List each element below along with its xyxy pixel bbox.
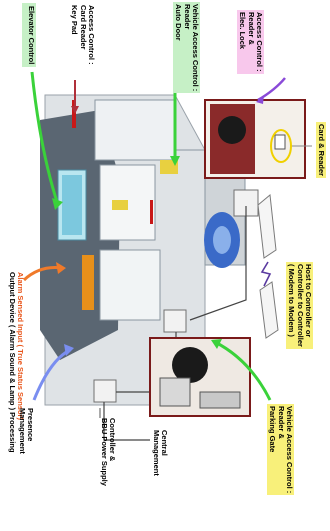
text-line: Auto Door <box>174 4 184 41</box>
text-line: Controller & <box>108 418 117 462</box>
arrow-elec-lock <box>257 77 286 102</box>
furniture <box>160 160 178 174</box>
entrance-bar <box>72 100 76 128</box>
car-window <box>213 226 231 254</box>
label-host-to-controller: Host to Controller or Controller to Cont… <box>286 262 313 349</box>
text-line: Access Control : <box>87 5 96 65</box>
card-reader-device <box>274 134 286 150</box>
text-line: Vehicle Access Control : <box>191 4 200 92</box>
computer-monitor <box>159 377 191 407</box>
text-line: Access Control : <box>255 12 264 72</box>
label-vehicle-access-auto-door: Vehicle Access Control : Reader Auto Doo… <box>173 2 200 94</box>
gate-bar <box>150 200 153 224</box>
text-line: Elevator Control <box>27 6 36 65</box>
text-line: Reader & <box>276 406 286 439</box>
label-controller-bbu: Controller & BBU Power Supply <box>100 418 117 486</box>
arrow-parking-gate <box>214 340 272 401</box>
controller-box <box>93 379 117 403</box>
elevator-car <box>62 175 82 235</box>
room-lower <box>99 249 161 321</box>
label-vehicle-access-parking: Vehicle Access Control : Reader & Parkin… <box>267 404 294 496</box>
person-figure <box>218 116 246 144</box>
text-line: Elec. Lock <box>238 12 248 50</box>
label-elevator-control: Elevator Control <box>22 3 36 67</box>
text-line: Vehicle Access Control : <box>285 406 294 494</box>
text-line: Presence <box>26 408 35 442</box>
text-line: Reader <box>182 4 192 30</box>
lightning-icon <box>260 261 272 287</box>
keyboard <box>199 391 241 409</box>
modem <box>257 194 277 259</box>
text-line: Controller to Controller <box>295 264 305 347</box>
text-line: Key Pad <box>70 5 80 35</box>
text-line: Parking Gate <box>268 406 278 453</box>
controller-box <box>163 309 187 333</box>
text-line: BBU Power Supply <box>99 418 109 486</box>
card-reader-highlight <box>270 129 292 163</box>
label-access-control-lock: Access Control : Reader & Elec. Lock <box>237 10 264 74</box>
modem <box>259 281 279 339</box>
text-line: Reader & <box>246 12 256 45</box>
wire <box>103 402 150 441</box>
text-line: ( Modem to Modem ) <box>287 264 297 337</box>
text-line: Management <box>151 430 161 476</box>
room-upper <box>94 99 176 161</box>
wire <box>189 206 247 321</box>
arrow-elevator <box>30 71 60 206</box>
reception-desk <box>82 255 94 310</box>
label-card-reader: Card & Reader <box>315 122 326 179</box>
text-line: Central <box>160 430 169 456</box>
text-line: Card Reader <box>78 5 88 50</box>
text-line: Output Device ( Alarm Sound & Lamp ) Pro… <box>7 272 17 453</box>
operator-figure <box>172 347 208 383</box>
text-line: Host to Controller or <box>304 264 313 338</box>
text-line: Management <box>17 408 27 454</box>
label-central-management: Central Management <box>152 430 169 476</box>
text-line: Card & Reader <box>317 124 326 177</box>
label-presence-management: Presence Management <box>18 408 35 454</box>
label-access-control-keypad: Access Control : Card Reader Key Pad <box>70 5 97 65</box>
furniture <box>112 200 128 210</box>
